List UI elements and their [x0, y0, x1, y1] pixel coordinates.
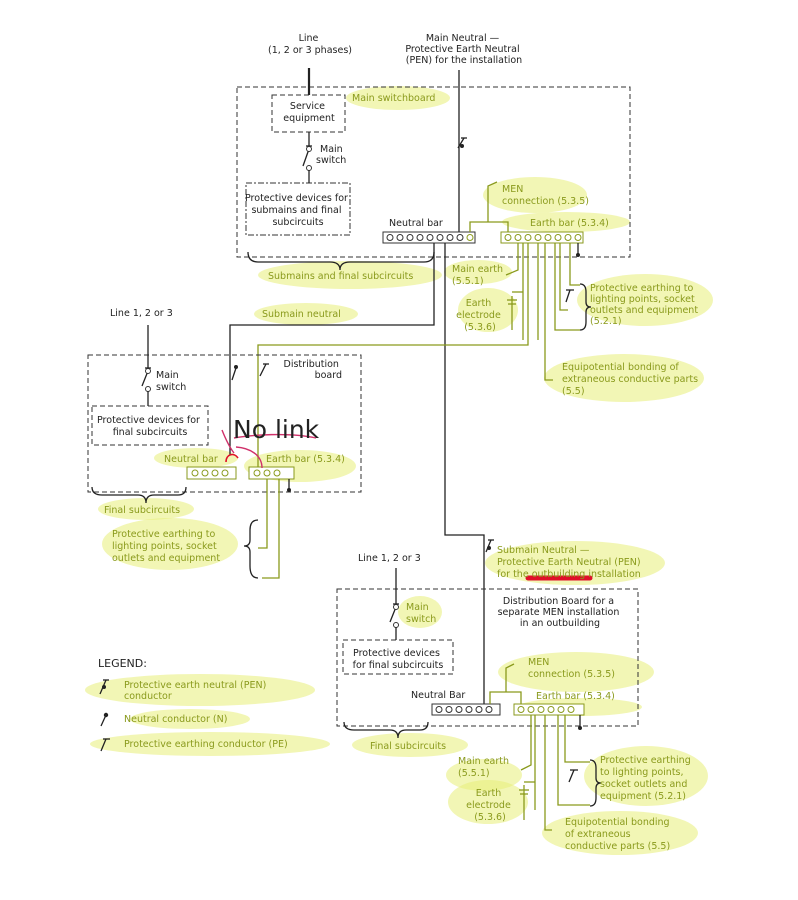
- outbuilding-enclosure: [336, 588, 639, 727]
- submain-neutral-label: Submain neutral: [262, 309, 341, 320]
- line-left-label: Line 1, 2 or 3: [110, 308, 173, 319]
- dist-board-out-label: Distribution Board for a separate MEN in…: [498, 596, 623, 629]
- highlight-marks: [85, 86, 713, 855]
- main-neutral-label: Main Neutral — Protective Earth Neutral …: [405, 33, 522, 66]
- legend-pe-label: Protective earthing conductor (PE): [124, 739, 288, 750]
- submain-earth-wire: [257, 243, 529, 470]
- out-earth-electrode-label: Earth electrode (5.3.6): [466, 788, 514, 823]
- distribution-board-label: Distribution board: [284, 359, 342, 381]
- legend: [99, 679, 110, 752]
- main-switchboard-label: Main switchboard: [352, 93, 435, 104]
- protective-devices-box: [245, 182, 351, 236]
- out-neutral-bar-label: Neutral Bar: [411, 690, 465, 701]
- out-final-subcircuits-label: Final subcircuits: [370, 741, 446, 752]
- dist-pe-points-label: Protective earthing to lighting points, …: [112, 529, 220, 564]
- out-protective-devices-label: Protective devices for final subcircuits: [353, 648, 444, 671]
- no-link-label: No link: [233, 415, 320, 444]
- outbuilding-board-section: [336, 539, 639, 831]
- diagram-labels: Line (1, 2 or 3 phases) Main Neutral — P…: [97, 33, 701, 852]
- main-earth-label: Main earth (5.5.1): [452, 264, 506, 287]
- main-switchboard-section: [236, 68, 631, 381]
- out-main-earth-label: Main earth (5.5.1): [458, 756, 512, 779]
- pe-points-label: Protective earthing to lighting points, …: [590, 283, 701, 327]
- dist-protective-devices-label: Protective devices for final subcircuits: [97, 415, 203, 438]
- dist-protective-devices-box: [91, 405, 209, 446]
- line-top-label: Line (1, 2 or 3 phases): [268, 33, 352, 56]
- final-subcircuits-label: Final subcircuits: [104, 505, 180, 516]
- out-pe-points-label: Protective earthing to lighting points, …: [600, 755, 694, 802]
- dist-earth-bar: [248, 466, 295, 480]
- legend-pen-label: Protective earth neutral (PEN) conductor: [124, 680, 269, 702]
- dist-main-switch-label: Main switch: [156, 370, 186, 393]
- main-switchboard-enclosure: [236, 86, 631, 258]
- out-main-switch-label: Main switch: [406, 602, 436, 625]
- submain-pen-label: Submain Neutral — Protective Earth Neutr…: [497, 545, 644, 580]
- no-link-annotation: [221, 429, 317, 469]
- out-men-connection-label: MEN connection (5.3.5): [528, 657, 615, 680]
- men-connection-label: MEN connection (5.3.5): [502, 184, 589, 207]
- main-earth-terminals: [504, 234, 582, 241]
- submains-final-label: Submains and final subcircuits: [268, 271, 413, 282]
- legend-title: LEGEND:: [98, 657, 147, 670]
- equipotential-label: Equipotential bonding of extraneous cond…: [562, 362, 701, 397]
- earth-electrode-label: Earth electrode (5.3.6): [456, 298, 504, 333]
- service-equipment-label: Service equipment: [283, 101, 335, 124]
- dist-earth-bar-label: Earth bar (5.3.4): [266, 454, 345, 465]
- main-earth-bar: [500, 231, 584, 244]
- protective-devices-main-label: Protective devices for submains and fina…: [245, 193, 351, 228]
- distribution-board-section: [87, 325, 362, 579]
- neutral-bar-label: Neutral bar: [389, 218, 443, 229]
- dist-neutral-bar-label: Neutral bar: [164, 454, 218, 465]
- earth-bar-label: Earth bar (5.3.4): [530, 218, 609, 229]
- legend-neutral-label: Neutral conductor (N): [124, 714, 227, 725]
- main-neutral-terminals: [386, 234, 474, 241]
- main-switch-label: Main switch: [316, 144, 346, 166]
- distribution-board-enclosure: [87, 354, 362, 493]
- out-earth-bar-label: Earth bar (5.3.4): [536, 691, 615, 702]
- submain-pen-wire: [444, 243, 485, 705]
- submain-neutral-wire: [229, 243, 435, 455]
- out-equipotential-label: Equipotential bonding of extraneous cond…: [565, 817, 673, 852]
- line-out-label: Line 1, 2 or 3: [358, 553, 421, 564]
